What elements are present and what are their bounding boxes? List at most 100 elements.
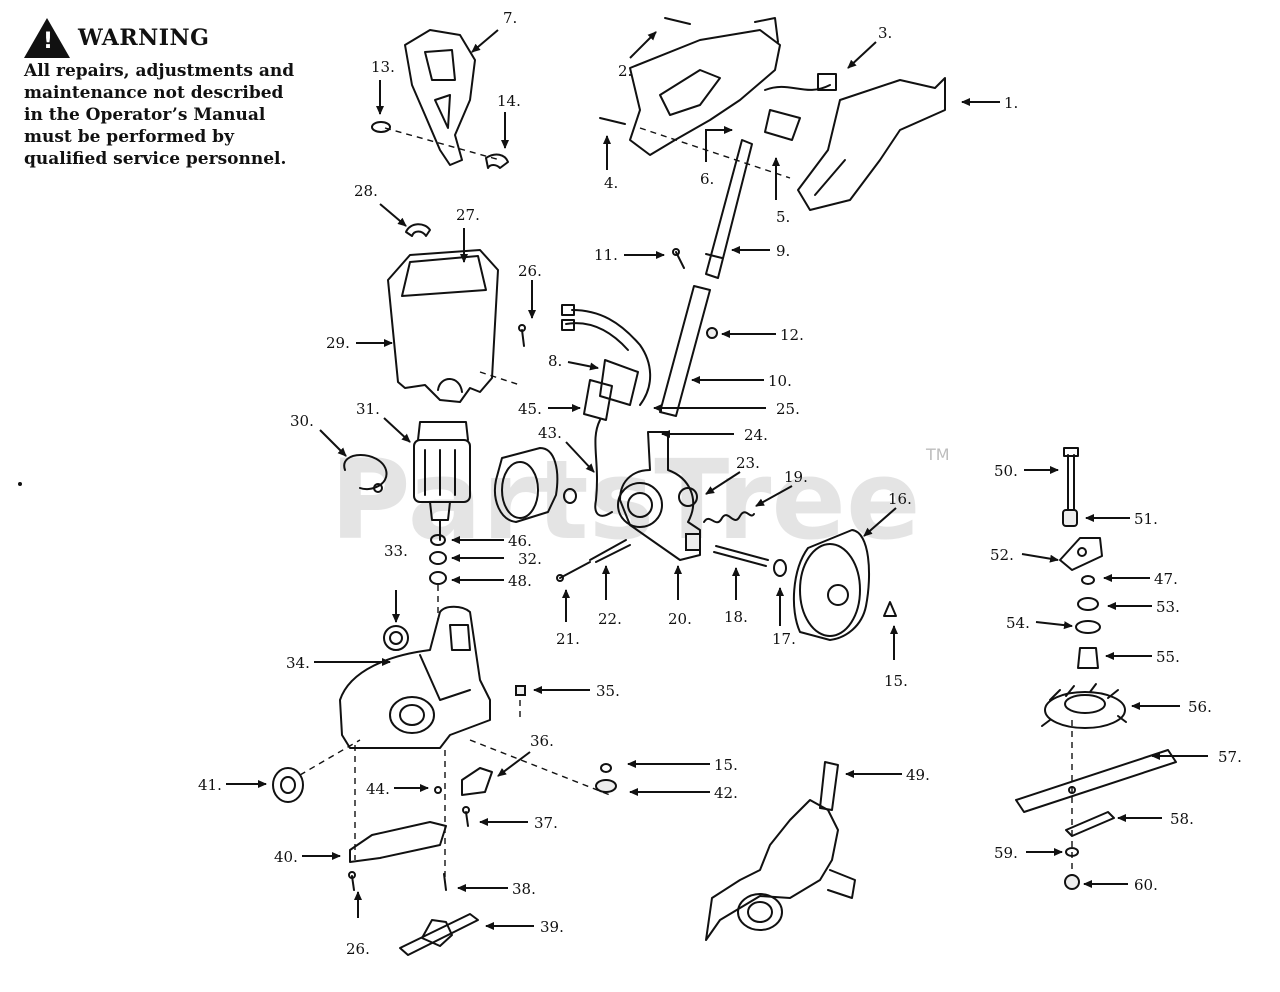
callout-32: 32. (518, 550, 542, 568)
callout-18: 18. (724, 608, 748, 626)
callout-45: 45. (518, 400, 542, 418)
callout-24: 24. (744, 426, 768, 444)
callout-28: 28. (354, 182, 378, 200)
callout-41: 41. (198, 776, 222, 794)
part-30-retaining-ring (343, 454, 388, 493)
warning-notice: ! WARNING All repairs, adjustments and m… (24, 18, 300, 170)
part-33-bearing (383, 625, 409, 651)
part-20-motor-housing-half (617, 431, 701, 561)
callout-1: 1. (1004, 94, 1018, 112)
callout-14: 14. (497, 92, 521, 110)
callout-19: 19. (784, 468, 808, 486)
callout-36: 36. (530, 732, 554, 750)
part-1-grip (797, 77, 946, 211)
callout-2: 2. (618, 62, 632, 80)
callout-27: 27. (456, 206, 480, 224)
callout-9: 9. (776, 242, 790, 260)
part-8-cord-set (561, 304, 652, 517)
callout-10: 10. (768, 372, 792, 390)
callout-40: 40. (274, 848, 298, 866)
part-19-spring (703, 511, 755, 524)
callout-26b: 26. (346, 940, 370, 958)
callout-16: 16. (888, 490, 912, 508)
warning-text: All repairs, adjustments and maintenance… (24, 61, 295, 169)
callout-57: 57. (1218, 748, 1242, 766)
part-42-wheel-nut (595, 763, 617, 793)
callout-42: 42. (714, 784, 738, 802)
callout-39: 39. (540, 918, 564, 936)
warning-title: WARNING (78, 25, 210, 51)
callout-34: 34. (286, 654, 310, 672)
callout-55: 55. (1156, 648, 1180, 666)
callout-46: 46. (508, 532, 532, 550)
warning-triangle-icon: ! (24, 18, 70, 58)
part-7-handle-bracket (371, 29, 509, 169)
callout-29: 29. (326, 334, 350, 352)
part-21-bolt (556, 561, 591, 582)
part-17-spacer (773, 559, 787, 577)
part-11-screw (672, 248, 685, 269)
callout-11: 11. (594, 246, 618, 264)
warning-heading: ! WARNING (24, 18, 300, 58)
callout-52: 52. (990, 546, 1014, 564)
callout-33: 33. (384, 542, 408, 560)
part-40-blade-guard (348, 821, 447, 891)
callout-58: 58. (1170, 810, 1194, 828)
callout-13: 13. (371, 58, 395, 76)
callout-17: 17. (772, 630, 796, 648)
callout-8: 8. (548, 352, 562, 370)
callout-51: 51. (1134, 510, 1158, 528)
part-49-edger-assembly (705, 761, 856, 941)
callout-6: 6. (700, 170, 714, 188)
callout-labels: 1. 2. 3. 4. 5. 6. 7. 8. 9. 10. 11. 12. 1… (198, 9, 1242, 958)
callout-22: 22. (598, 610, 622, 628)
callout-59: 59. (994, 844, 1018, 862)
part-58-blade-clip (1065, 811, 1115, 837)
part-59-60-nuts (1064, 847, 1080, 890)
callout-48: 48. (508, 572, 532, 590)
part-46-32-48-washers (429, 534, 447, 620)
callout-21: 21. (556, 630, 580, 648)
callout-7: 7. (503, 9, 517, 27)
part-3-switch-wires (764, 73, 837, 141)
callout-3: 3. (878, 24, 892, 42)
callout-54: 54. (1006, 614, 1030, 632)
part-small-wheel (494, 447, 577, 523)
part-52-adapter (1059, 537, 1103, 571)
part-2-upper-handle (599, 17, 791, 179)
part-47-53-54-washers (1075, 575, 1101, 634)
part-39-edger-blade (399, 913, 479, 956)
part-50-bolt (1063, 447, 1079, 511)
callout-20: 20. (668, 610, 692, 628)
leader-lines (226, 29, 1208, 930)
callout-25: 25. (776, 400, 800, 418)
part-9-upper-tube (705, 139, 753, 279)
callout-15b: 15. (884, 672, 908, 690)
part-22-spring (589, 539, 631, 563)
part-57-rotary-blade (1015, 720, 1177, 880)
callout-37: 37. (534, 814, 558, 832)
callout-35: 35. (596, 682, 620, 700)
callout-15: 15. (714, 756, 738, 774)
callout-56: 56. (1188, 698, 1212, 716)
callout-44: 44. (366, 780, 390, 798)
callout-49: 49. (906, 766, 930, 784)
part-56-fan (1041, 683, 1127, 729)
callout-47: 47. (1154, 570, 1178, 588)
callout-50: 50. (994, 462, 1018, 480)
part-34-housing (299, 605, 611, 880)
part-41-cap (272, 767, 304, 803)
part-51-nut (1062, 509, 1078, 527)
callout-53: 53. (1156, 598, 1180, 616)
callout-60: 60. (1134, 876, 1158, 894)
part-31-armature (413, 421, 471, 541)
watermark-tm: TM (925, 445, 950, 464)
callout-5: 5. (776, 208, 790, 226)
callout-30: 30. (290, 412, 314, 430)
part-55-hub (1077, 647, 1099, 669)
callout-31: 31. (356, 400, 380, 418)
part-36-bracket (434, 767, 493, 827)
callout-26: 26. (518, 262, 542, 280)
